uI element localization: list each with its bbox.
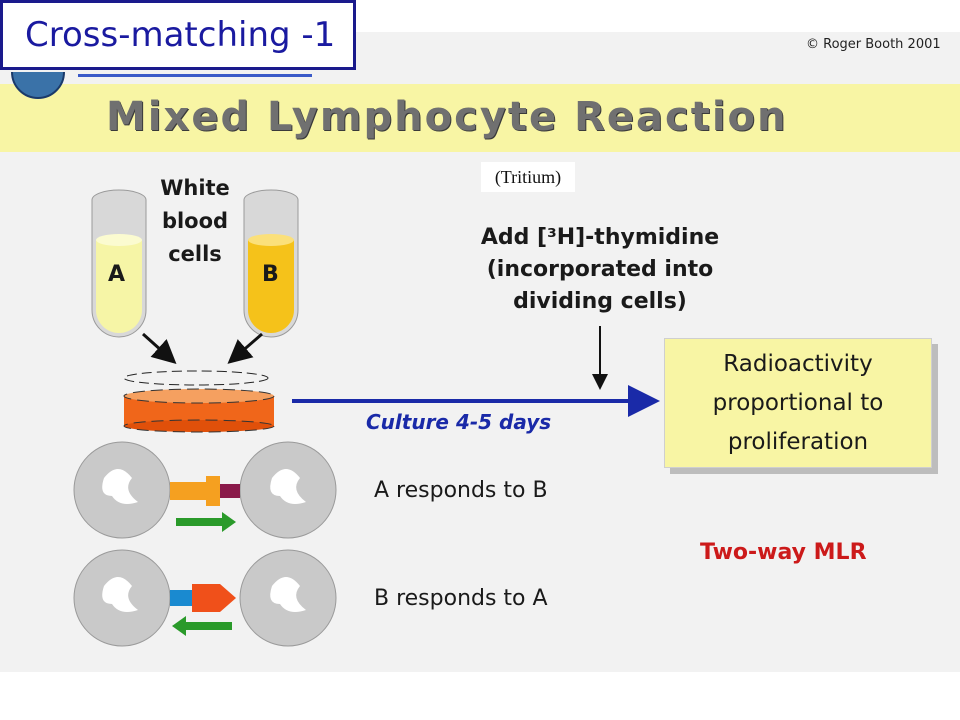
- result-box: Radioactivity proportional to proliferat…: [664, 338, 932, 468]
- culture-dish: [123, 370, 275, 433]
- two-way-label: Two-way MLR: [700, 540, 867, 565]
- wbc-label-line: White: [160, 176, 230, 200]
- culture-label: Culture 4-5 days: [366, 410, 552, 434]
- diagram-heading: Mixed Lymphocyte Reaction: [106, 94, 788, 140]
- thymidine-label-line: dividing cells): [513, 289, 687, 314]
- tube-b-label: B: [262, 262, 279, 287]
- thymidine-label-line: Add [³H]-thymidine: [480, 225, 720, 250]
- response-b-to-a: B responds to A: [374, 586, 548, 611]
- cell-pair-a-responds: [73, 441, 337, 539]
- tritium-note: (Tritium): [481, 162, 575, 192]
- logo-seal: [11, 71, 312, 99]
- cell-pair-b-responds: [73, 549, 337, 647]
- copyright-note: © Roger Booth 2001: [806, 37, 941, 52]
- slide-title-box: Cross-matching -1: [0, 0, 356, 70]
- tube-a-label: A: [108, 262, 126, 287]
- wbc-label: White blood cells: [150, 172, 240, 271]
- slide-title: Cross-matching -1: [25, 15, 336, 55]
- heading-banner: Mixed Lymphocyte Reaction: [0, 84, 960, 152]
- result-line: Radioactivity: [723, 351, 873, 377]
- response-a-to-b: A responds to B: [374, 478, 548, 503]
- arrow-a-to-dish: [141, 332, 177, 365]
- result-line: proliferation: [727, 429, 869, 455]
- wbc-label-line: cells: [168, 242, 222, 266]
- result-text: Radioactivity proportional to proliferat…: [665, 345, 931, 462]
- wbc-label-line: blood: [161, 209, 229, 233]
- arrow-b-to-dish: [227, 332, 263, 364]
- thymidine-label-line: (incorporated into: [486, 257, 714, 282]
- tube-a: [91, 189, 147, 338]
- tube-b: [243, 189, 299, 338]
- result-line: proportional to: [712, 390, 884, 416]
- thymidine-label: Add [³H]-thymidine (incorporated into di…: [440, 222, 760, 318]
